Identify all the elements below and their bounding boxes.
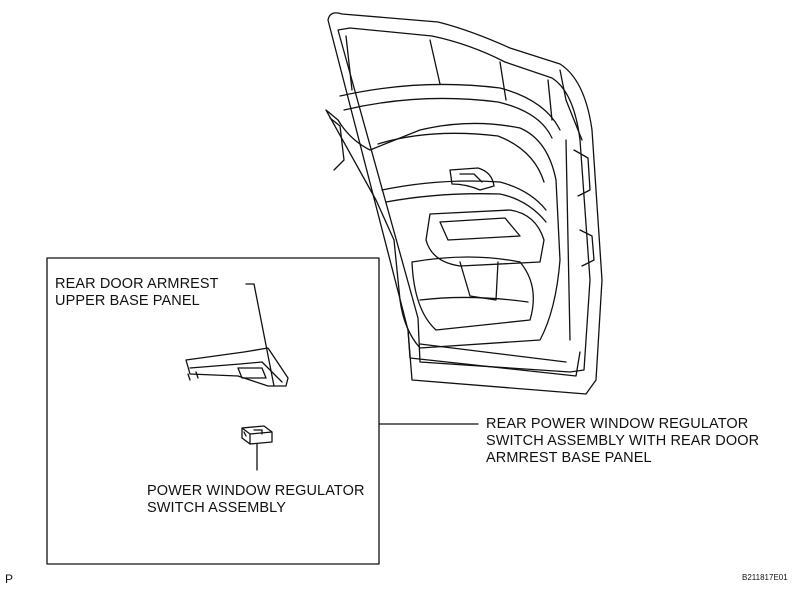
corner-mark: P [5,572,14,586]
switch-assembly-illustration [241,425,273,445]
door-outer-frame [327,12,603,395]
assembly-label-line3: ARMREST BASE PANEL [486,450,652,466]
inner-door-handle [449,167,495,191]
armrest-upper-label-line2: UPPER BASE PANEL [55,293,200,309]
rear-door-illustration [325,12,603,395]
armrest-upper-label-line1: REAR DOOR ARMREST [55,276,219,292]
switch-label-line2: SWITCH ASSEMBLY [147,500,287,516]
callout-box [46,257,380,565]
armrest-upper-base-panel-illustration [185,347,289,387]
door-trim-panel [325,109,561,349]
door-inner-frame [337,27,591,373]
switch-label-line1: POWER WINDOW REGULATOR [147,483,365,499]
assembly-label-line2: SWITCH ASSEMBLY WITH REAR DOOR [486,433,760,449]
armrest-leader-line [245,283,275,387]
assembly-label-line1: REAR POWER WINDOW REGULATOR [486,416,749,432]
figure-code: B211817E01 [742,573,788,582]
